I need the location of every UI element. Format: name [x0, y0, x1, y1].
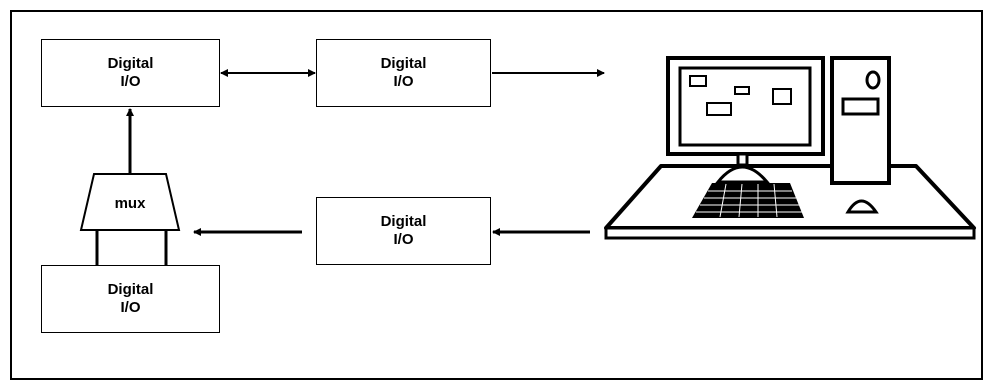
- digital-io-label: Digital I/O: [380, 55, 427, 90]
- mux-shape: [79, 173, 181, 231]
- digital-io-label: Digital I/O: [107, 281, 154, 316]
- mux-label: mux: [115, 195, 147, 212]
- digital-io-block-bottom-left: Digital I/O: [41, 265, 220, 333]
- digital-io-block-top-middle: Digital I/O: [316, 39, 491, 107]
- digital-io-label: Digital I/O: [380, 213, 427, 248]
- digital-io-label: Digital I/O: [107, 55, 154, 90]
- diagram-frame: [10, 10, 983, 380]
- digital-io-block-bottom-middle: Digital I/O: [316, 197, 491, 265]
- desktop-computer-icon: [604, 56, 976, 240]
- digital-io-block-top-left: Digital I/O: [41, 39, 220, 107]
